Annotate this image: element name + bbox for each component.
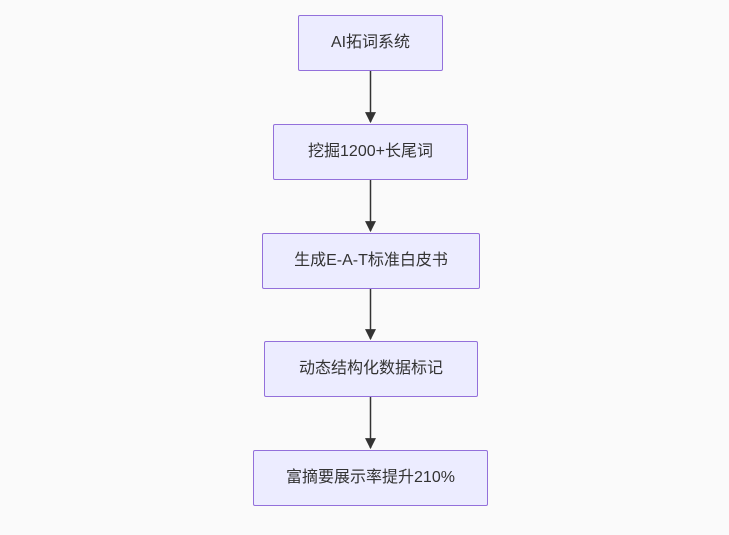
flowchart-node-rich-snippet-lift: 富摘要展示率提升210%: [253, 450, 488, 506]
node-label: 富摘要展示率提升210%: [286, 469, 455, 487]
flowchart-node-longtail-mining: 挖掘1200+长尾词: [273, 124, 468, 180]
flowchart-node-eat-whitepaper: 生成E-A-T标准白皮书: [262, 233, 480, 289]
node-label: 动态结构化数据标记: [298, 360, 443, 378]
node-label: 生成E-A-T标准白皮书: [294, 252, 448, 270]
node-label: 挖掘1200+长尾词: [308, 143, 433, 161]
node-label: AI拓词系统: [330, 34, 411, 52]
flowchart-node-structured-data-markup: 动态结构化数据标记: [264, 341, 478, 397]
flowchart-node-ai-keyword-system: AI拓词系统: [298, 15, 443, 71]
